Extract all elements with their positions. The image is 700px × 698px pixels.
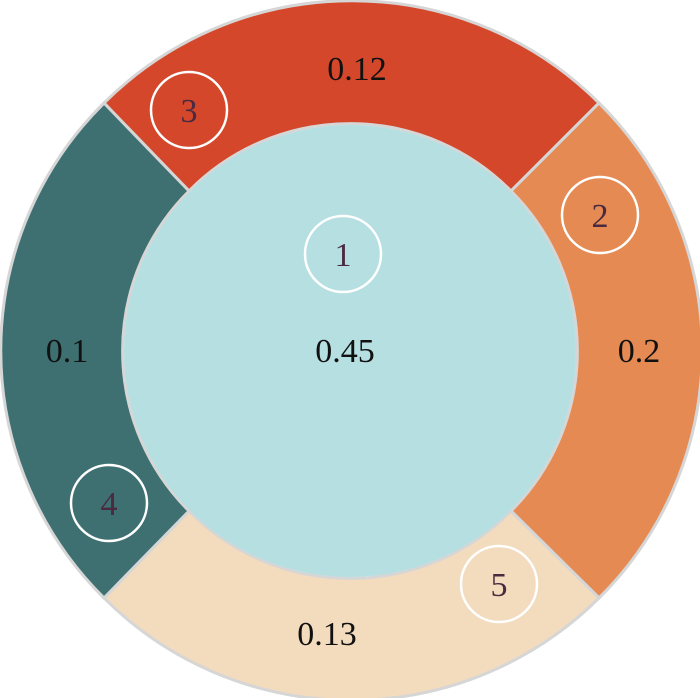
center-value: 0.45 [315, 333, 375, 370]
segment-right-number-badge [560, 175, 640, 255]
segment-top-number-badge [149, 70, 229, 150]
segment-bottom [101, 508, 602, 698]
segment-bottom-number-badge [459, 544, 539, 624]
center-number: 1 [335, 237, 352, 274]
segment-top-value: 0.12 [327, 51, 387, 88]
segment-left-value: 0.1 [46, 333, 89, 370]
segment-left-number: 4 [101, 486, 118, 523]
segment-right [508, 100, 700, 601]
segment-left-number-badge [69, 463, 149, 543]
segment-top [101, 0, 602, 194]
segment-left [0, 100, 192, 601]
center-number-badge [303, 214, 383, 294]
segment-right-number: 2 [592, 198, 609, 235]
segment-bottom-value: 0.13 [297, 616, 357, 653]
segment-bottom-number: 5 [491, 567, 508, 604]
center-circle [124, 125, 576, 577]
segment-right-value: 0.2 [618, 333, 661, 370]
segment-top-number: 3 [181, 93, 198, 130]
